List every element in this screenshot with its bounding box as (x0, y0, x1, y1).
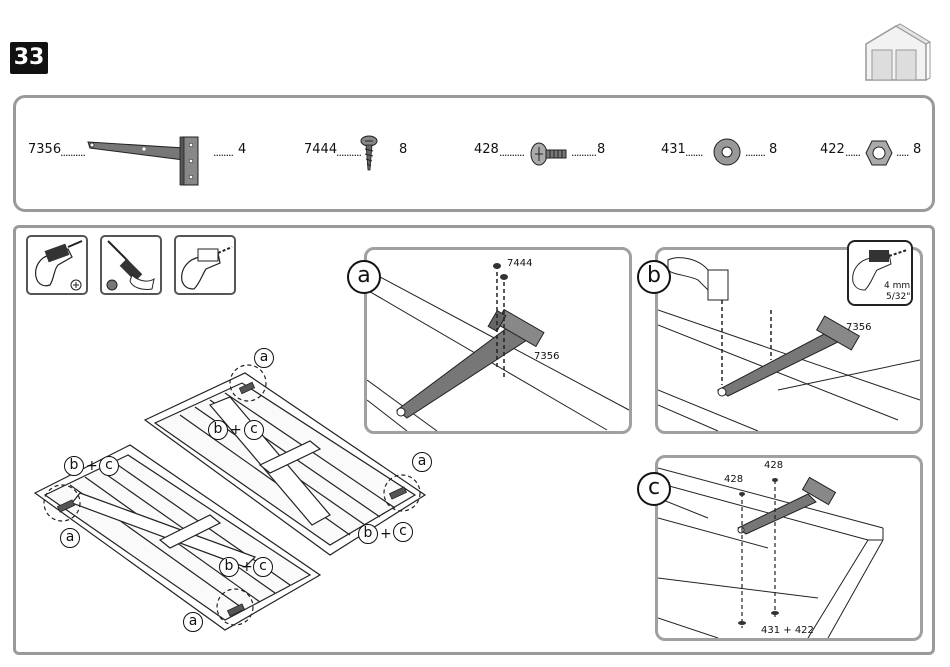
callout-a-lower: a (183, 612, 203, 632)
part-code-7444: 7444 (304, 142, 337, 157)
part-code-431: 431 (661, 142, 686, 157)
bolt-part-icon (529, 140, 569, 168)
callout-b-lower: b (219, 557, 239, 577)
part-leader-dots: ....... (685, 146, 702, 159)
drill-tool-icon (26, 235, 88, 295)
part-leader-dots: ........ (745, 146, 765, 159)
detail-c-panel (655, 455, 923, 641)
callout-b-left: b (64, 456, 84, 476)
callout-plus: + (241, 559, 253, 575)
detail-c-washer-nut-label: 431 + 422 (761, 625, 814, 636)
t-hinge-part-icon (84, 132, 204, 188)
detail-b-hinge-label: 7356 (846, 322, 871, 333)
callout-b-right: b (358, 524, 378, 544)
drill-bit-tool-icon (174, 235, 236, 295)
part-code-422: 422 (820, 142, 845, 157)
callout-plus: + (86, 458, 98, 474)
part-code-7356: 7356 (28, 142, 61, 157)
screwdriver-tool-icon (100, 235, 162, 295)
shed-thumbnail-icon (860, 22, 932, 84)
part-leader-dots: ...... (845, 146, 860, 159)
callout-b-upper: b (208, 420, 228, 440)
callout-a-right: a (412, 452, 432, 472)
part-leader-dots: .......... (571, 146, 596, 159)
wood-screw-part-icon (358, 134, 380, 174)
step-number: 33 (10, 42, 48, 74)
callout-plus: + (230, 422, 242, 438)
callout-c-upper: c (244, 420, 264, 440)
detail-a-hinge-label: 7356 (534, 351, 559, 362)
detail-a-letter: a (347, 260, 381, 294)
detail-c-bolt-label-1: 428 (724, 474, 743, 485)
drill-size-mm: 4 mm (884, 281, 910, 291)
detail-b-letter: b (637, 260, 671, 294)
part-leader-dots: ..... (896, 146, 908, 159)
part-qty-422: 8 (913, 142, 921, 157)
callout-c-lower: c (253, 557, 273, 577)
part-leader-dots: .......... (499, 146, 524, 159)
part-leader-dots: ........ (213, 146, 233, 159)
part-qty-428: 8 (597, 142, 605, 157)
part-qty-431: 8 (769, 142, 777, 157)
drill-size-inch: 5/32" (886, 292, 910, 302)
hex-nut-part-icon (864, 138, 894, 168)
callout-c-right: c (393, 522, 413, 542)
detail-c-bolt-label-2: 428 (764, 460, 783, 471)
callout-c-left: c (99, 456, 119, 476)
washer-part-icon (711, 136, 743, 168)
detail-a-screw-label: 7444 (507, 258, 532, 269)
part-code-428: 428 (474, 142, 499, 157)
callout-a-left: a (60, 528, 80, 548)
part-qty-7444: 8 (399, 142, 407, 157)
detail-c-letter: c (637, 472, 671, 506)
part-qty-7356: 4 (238, 142, 246, 157)
callout-a-upper: a (254, 348, 274, 368)
detail-a-panel (364, 247, 632, 434)
part-leader-dots: .......... (60, 146, 85, 159)
callout-plus: + (380, 526, 392, 542)
